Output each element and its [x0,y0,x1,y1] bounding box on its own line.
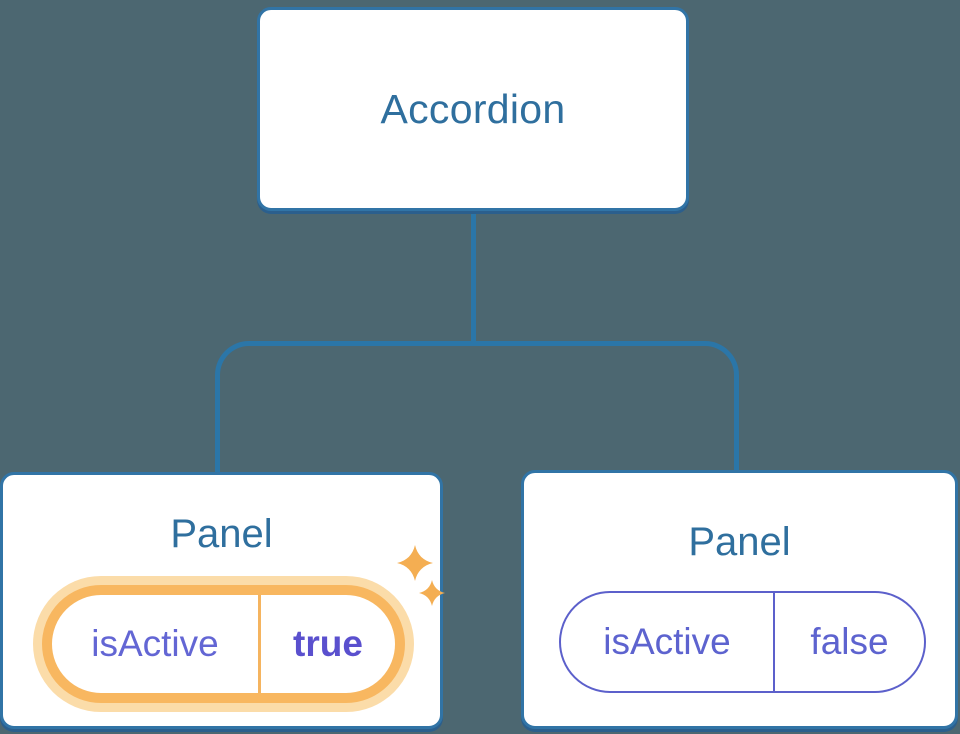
connector-branch [215,341,739,473]
panel-node-active: Panel isActive true [0,472,445,729]
state-pill-inactive: isActive false [559,591,926,693]
sparkles-icon [397,545,445,606]
state-pill-active: isActive true [42,585,405,703]
state-name: isActive [91,623,219,664]
panel-node-label: Panel [170,512,273,556]
accordion-node: Accordion [257,7,689,211]
panel-node-label: Panel [688,520,791,564]
connector-stem [471,208,476,345]
panel-node-inactive: Panel isActive false [521,470,958,729]
state-value: false [810,621,889,662]
pill-divider [773,593,775,691]
state-value: true [293,623,363,664]
accordion-node-label: Accordion [380,85,566,132]
pill-divider [258,595,261,693]
state-name: isActive [603,621,731,662]
